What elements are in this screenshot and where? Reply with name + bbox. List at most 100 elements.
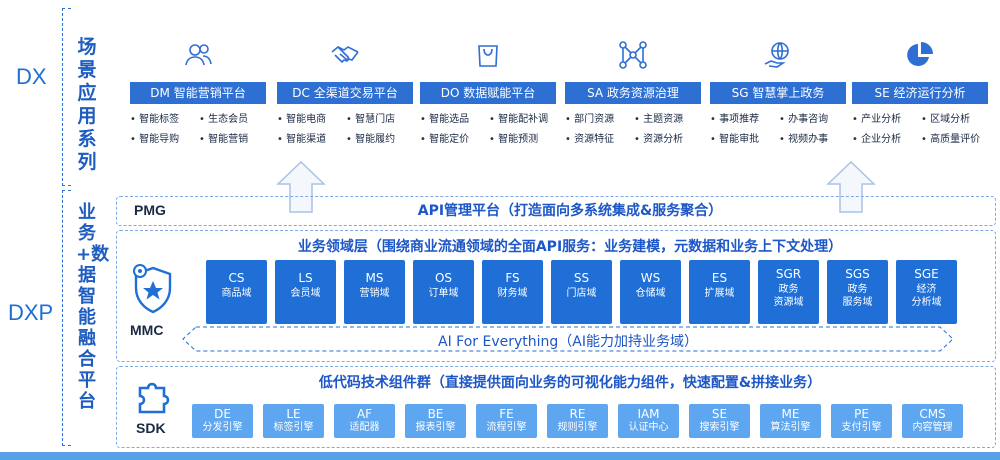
pmg-title: API管理平台（打造面向多系统集成&服务聚合） [417, 203, 723, 219]
dx-item-sa: SA 政务资源治理 部门资源 主题资源 资源特征 资源分析 [565, 40, 701, 145]
module-code: AF [356, 407, 373, 421]
mmc-module-ws[interactable]: WS 仓储域 [620, 260, 681, 324]
network-icon [619, 41, 647, 69]
module-code: SE [711, 407, 728, 421]
module-name: 财务域 [497, 288, 528, 299]
module-code: WS [640, 271, 661, 285]
module-name: 报表引擎 [415, 422, 456, 433]
mmc-module-ms[interactable]: MS 营销域 [344, 260, 405, 324]
mmc-layer [116, 230, 996, 362]
module-code: FS [505, 271, 520, 285]
up-arrow-left [276, 160, 326, 213]
dx-sub-item: 智能渠道 [277, 130, 344, 145]
module-name: 政务 资源域 [773, 284, 804, 308]
module-name: 认证中心 [628, 422, 669, 433]
sdk-title: 低代码技术组件群（直接提供面向业务的可视化能力组件，快速配置&拼接业务） [318, 375, 822, 391]
dx-sub-item: 智能标签 [130, 110, 197, 125]
dxp-bracket [62, 190, 71, 446]
module-name: 营销域 [359, 288, 390, 299]
dx-sub-item: 视频办事 [779, 130, 846, 145]
dx-sub-item: 资源特征 [565, 130, 632, 145]
module-name: 扩展域 [704, 288, 735, 299]
module-name: 商品域 [221, 288, 252, 299]
dx-item-title: SG 智慧掌上政务 [710, 82, 846, 104]
dx-sub-item: 智慧门店 [346, 110, 413, 125]
dx-sub-item: 智能电商 [277, 110, 344, 125]
dx-sub-item: 办事咨询 [779, 110, 846, 125]
dxp-vertical-title: 业务+数据智能融合平台 [76, 202, 110, 412]
dx-item-title: SE 经济运行分析 [852, 82, 988, 104]
ai-for-everything: AI For Everything（AI能力加持业务域） [438, 334, 698, 350]
dx-sub-item: 生态会员 [199, 110, 266, 125]
bottom-strip [0, 452, 1000, 460]
dx-sub-item: 智能预测 [489, 130, 556, 145]
dx-item-se: SE 经济运行分析 产业分析 区域分析 企业分析 高质量评价 [852, 40, 988, 145]
module-name: 搜索引擎 [699, 422, 740, 433]
dx-sub-item: 高质量评价 [921, 130, 988, 145]
module-code: OS [434, 271, 453, 285]
dx-item-sg: SG 智慧掌上政务 事项推荐 办事咨询 智能审批 视频办事 [710, 40, 846, 145]
mmc-title: 业务领域层（围绕商业流通领域的全面API服务：业务建模，元数据和业务上下文处理） [297, 239, 843, 255]
module-name: 仓储域 [635, 288, 666, 299]
dx-item-do: DO 数据赋能平台 智能选品 智能配补调 智能定价 智能预测 [420, 40, 556, 145]
module-code: FE [499, 407, 514, 421]
dx-sub-item: 资源分析 [634, 130, 701, 145]
dx-item-dm: DM 智能营销平台 智能标签 生态会员 智能导购 智能营销 [130, 40, 266, 145]
pmg-label: PMG [134, 202, 166, 218]
puzzle-icon [138, 382, 170, 414]
module-name: 内容管理 [912, 422, 953, 433]
module-code: SGS [845, 267, 870, 281]
module-code: RE [569, 407, 586, 421]
module-code: DE [214, 407, 231, 421]
module-code: CMS [919, 407, 946, 421]
sdk-layer [116, 366, 996, 448]
dx-sub-item: 智能定价 [420, 130, 487, 145]
dx-sub-item: 事项推荐 [710, 110, 777, 125]
module-name: 适配器 [349, 422, 380, 433]
module-name: 规则引擎 [557, 422, 598, 433]
up-arrow-right [826, 160, 876, 213]
dx-bracket [62, 8, 71, 186]
users-icon [185, 44, 212, 66]
dx-sub-item: 区域分析 [921, 110, 988, 125]
module-code: MS [365, 271, 384, 285]
dx-sub-item: 智能选品 [420, 110, 487, 125]
mmc-module-fs[interactable]: FS 财务域 [482, 260, 543, 324]
module-name: 分发引擎 [202, 422, 243, 433]
dx-sub-item: 智能营销 [199, 130, 266, 145]
globe-hand-icon [764, 42, 789, 68]
module-code: SS [573, 271, 590, 285]
pmg-layer [116, 196, 996, 226]
module-name: 算法引擎 [770, 422, 811, 433]
dx-sub-item: 企业分析 [852, 130, 919, 145]
dx-vertical-title: 场景应用系列 [77, 36, 97, 173]
dx-item-title: SA 政务资源治理 [565, 82, 701, 104]
module-code: BE [427, 407, 444, 421]
dx-section-label: DX [16, 64, 47, 89]
mmc-module-cs[interactable]: CS 商品域 [206, 260, 267, 324]
dx-item-dc: DC 全渠道交易平台 智能电商 智慧门店 智能渠道 智能履约 [277, 40, 413, 145]
ai-bar [182, 326, 954, 352]
dx-sub-item: 产业分析 [852, 110, 919, 125]
dx-sub-item: 智能配补调 [489, 110, 556, 125]
module-code: CS [228, 271, 245, 285]
dx-sub-item: 部门资源 [565, 110, 632, 125]
